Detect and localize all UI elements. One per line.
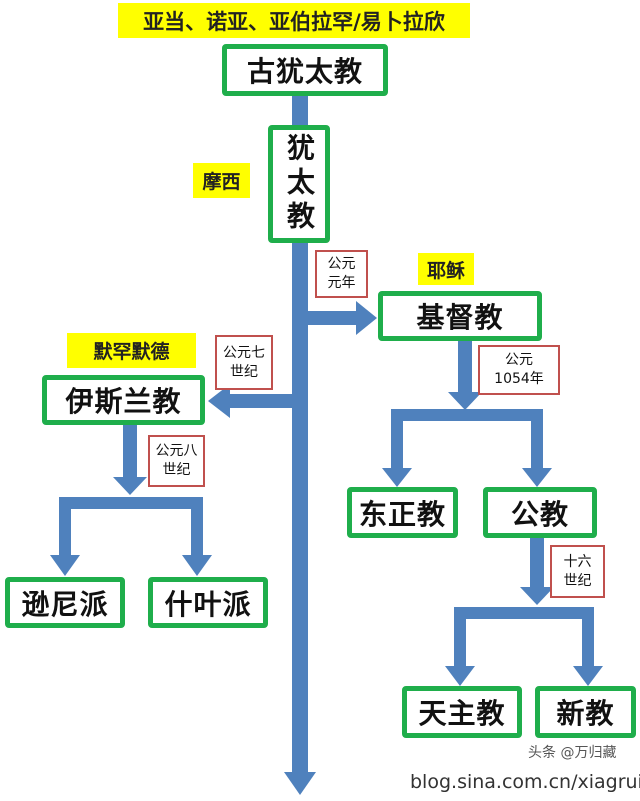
- date-eighth-century: 公元八 世纪: [148, 435, 205, 487]
- node-islam: 伊斯兰教: [42, 375, 205, 425]
- main-trunk-arrowhead: [284, 772, 316, 795]
- node-roman-catholic: 天主教: [402, 686, 522, 738]
- founder-label-moses: 摩西: [193, 163, 250, 198]
- arrow-catholic-split: [530, 538, 544, 590]
- watermark-toutiao: 头条 @万归藏: [528, 745, 617, 761]
- arrow-to-islam-head: [208, 384, 230, 418]
- watermark-blog: blog.sina.com.cn/xiagrui: [410, 771, 640, 793]
- node-protestant: 新教: [535, 686, 636, 738]
- date-1054: 公元 1054年: [478, 345, 560, 395]
- arrow-to-islam: [228, 394, 292, 408]
- node-christianity: 基督教: [378, 291, 542, 341]
- node-catholic-church: 公教: [483, 487, 597, 538]
- node-ancient-judaism: 古犹太教: [222, 44, 388, 96]
- date-year-one: 公元 元年: [315, 250, 368, 298]
- node-eastern-orthodox: 东正教: [347, 487, 458, 538]
- founder-label-muhammad: 默罕默德: [67, 333, 196, 368]
- node-shia: 什叶派: [148, 577, 268, 628]
- date-sixteenth-century: 十六 世纪: [550, 545, 605, 598]
- founder-label-jesus: 耶稣: [418, 253, 474, 285]
- arrow-to-christianity-head: [356, 301, 377, 335]
- arrow-islam-split: [123, 425, 137, 480]
- node-sunni: 逊尼派: [5, 577, 125, 628]
- founders-label-top: 亚当、诺亚、亚伯拉罕/易卜拉欣: [118, 3, 470, 38]
- date-seventh-century: 公元七 世纪: [215, 335, 273, 390]
- node-judaism: 犹太教: [268, 125, 330, 243]
- arrow-to-christianity: [308, 311, 358, 325]
- main-trunk-arrow: [292, 95, 308, 775]
- arrow-christianity-split: [458, 340, 472, 395]
